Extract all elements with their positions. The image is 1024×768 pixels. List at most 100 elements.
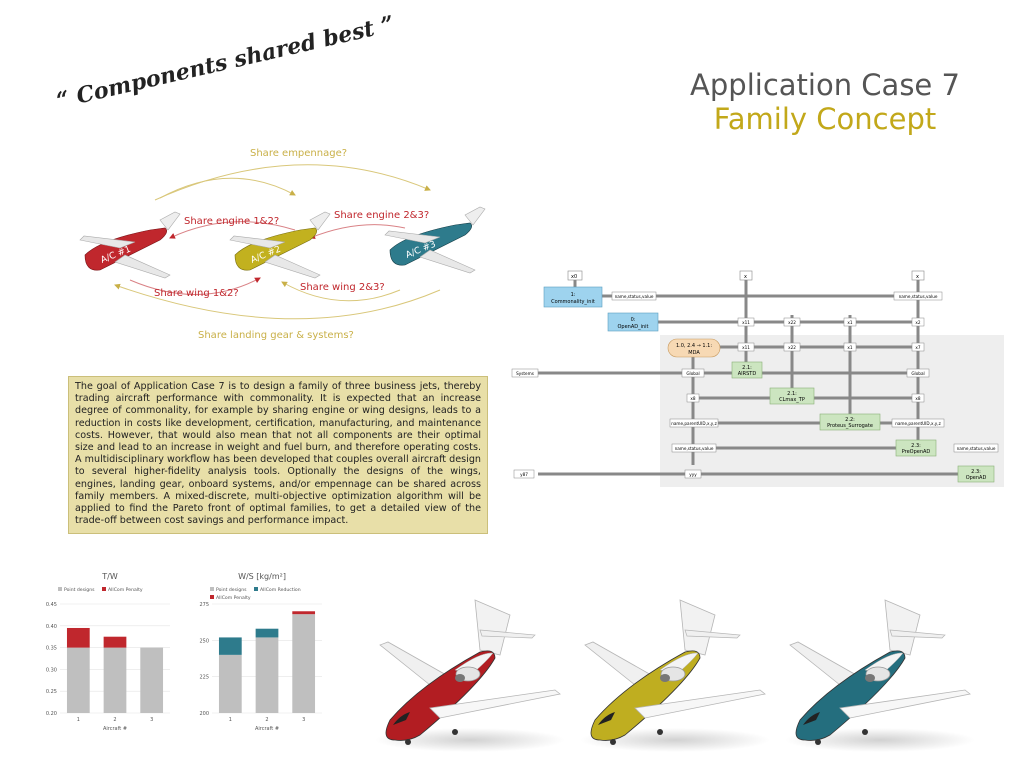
page-subtitle: Family Concept — [713, 102, 937, 136]
xdsm-top-input-2: x — [916, 274, 919, 280]
cell-x11-b: x11 — [742, 345, 750, 350]
legend-label-1-0: Point designs — [216, 587, 247, 593]
summary-box: The goal of Application Case 7 is to des… — [68, 376, 488, 534]
legend-swatch-0-1 — [102, 587, 106, 591]
cell-yyy: yyy — [689, 472, 697, 477]
node-openad-init-step: 0: — [631, 317, 636, 323]
bar-1-2-0 — [292, 614, 316, 713]
bar-1-1-1 — [255, 628, 279, 638]
node-proteus-name: Proteus_Surrogate — [827, 423, 873, 429]
node-mda-name: MDA — [688, 350, 700, 356]
cell-x7: x7 — [915, 345, 920, 350]
label-share-landing-gear: Share landing gear & systems? — [198, 330, 354, 341]
aircraft-render-1 — [375, 599, 565, 752]
bar-1-0-1 — [218, 637, 242, 655]
cell-x8-1: x8 — [690, 396, 695, 401]
ytick-0-1: 0.25 — [46, 689, 57, 695]
cell-nameparent-1: name,parentUID,x,y,z — [671, 421, 717, 426]
bar-1-1-0 — [255, 637, 279, 713]
legend-label-1-1: AllCom Reduction — [260, 587, 301, 593]
ytick-0-2: 0.30 — [46, 667, 57, 673]
arc-wing23 — [281, 281, 401, 302]
xtick-1-1: 2 — [265, 717, 268, 723]
node-preopenad-name: PreOpenAD — [902, 449, 931, 455]
aircraft-render-row — [375, 599, 975, 752]
node-clmax-step: 2.1: — [787, 391, 797, 397]
sharing-diagram: A/C #1 A/C #2 A/C #3 Share empennage? Sh… — [79, 148, 486, 341]
slogan: “ Components shared best ” — [54, 10, 397, 115]
cell-x1: x1 — [847, 320, 852, 325]
label-share-engine23: Share engine 2&3? — [334, 210, 429, 221]
ytick-1-0: 200 — [199, 711, 209, 717]
xtick-1-2: 3 — [302, 717, 305, 723]
cell-x22-b: x22 — [788, 345, 796, 350]
ytick-1-3: 275 — [199, 602, 209, 608]
bar-0-0-0 — [66, 647, 90, 713]
cell-global-2: Global — [911, 371, 924, 376]
arc-engine12 — [169, 221, 296, 239]
bar-0-0-1 — [66, 627, 90, 648]
node-openad-name: OpenAD — [966, 475, 987, 481]
cell-x8-2: x8 — [915, 396, 920, 401]
legend-swatch-0-0 — [58, 587, 62, 591]
cell-x22: x22 — [788, 320, 796, 325]
xtick-1-0: 1 — [229, 717, 232, 723]
node-proteus-step: 2.2: — [845, 417, 855, 423]
aircraft-3: A/C #3 — [384, 206, 486, 274]
cell-x1-b: x1 — [847, 345, 852, 350]
bar-0-1-1 — [103, 636, 127, 648]
legend-swatch-1-2 — [210, 595, 214, 599]
xtick-0-1: 2 — [113, 717, 116, 723]
ytick-1-1: 225 — [199, 675, 209, 681]
aircraft-render-3 — [785, 599, 975, 752]
legend-label-0-0: Point designs — [64, 587, 95, 593]
cell-nsv-4: name,status,value — [957, 446, 996, 451]
xdsm-top-input-1: x — [744, 274, 747, 280]
chart-tw: T/W Point designs AllCom Penalty 0.20 0.25 0.… — [46, 572, 170, 732]
node-openad-step: 2.3: — [971, 469, 981, 475]
bar-0-1-0 — [103, 647, 127, 713]
chart-ws: W/S [kg/m²] Point designs AllCom Reduction… — [199, 572, 322, 732]
legend-label-0-1: AllCom Penalty — [108, 587, 143, 593]
aircraft-1: A/C #1 — [79, 211, 181, 279]
node-openad-init-name: OpenAD_init — [617, 324, 648, 330]
bar-0-2-0 — [140, 647, 164, 713]
node-mda-step: 1.0, 2.4 → 1.1: — [676, 343, 712, 349]
legend-swatch-1-1 — [254, 587, 258, 591]
xdsm-diagram: x0 x x 1: Commonality_init 0: OpenAD_ini… — [511, 270, 1004, 487]
cell-nsv-3: name,status,value — [675, 446, 714, 451]
chart-0-title: T/W — [101, 572, 118, 581]
ytick-0-3: 0.35 — [46, 646, 57, 652]
arc-engine23 — [309, 224, 406, 239]
cell-nameparent-2: name,parentUID,x,y,z — [895, 421, 941, 426]
ytick-1-2: 250 — [199, 638, 209, 644]
arc-landing-gear — [114, 283, 441, 320]
node-commonality-step: 1: — [571, 292, 576, 298]
bar-1-0-0 — [218, 654, 242, 713]
xtick-0-2: 3 — [150, 717, 153, 723]
label-share-engine12: Share engine 1&2? — [184, 216, 279, 227]
chart-1-title: W/S [kg/m²] — [238, 572, 286, 581]
cell-global-1: Global — [686, 371, 699, 376]
cell-systems: Systems — [516, 371, 534, 376]
node-clmax-name: CLmax_TP — [779, 397, 805, 403]
title-block: Application Case 7 Family Concept — [660, 68, 990, 136]
page-title: Application Case 7 — [690, 68, 960, 102]
arc-empennage — [154, 164, 431, 201]
node-preopenad-step: 2.3: — [911, 443, 921, 449]
chart-0-xlabel: Aircraft # — [103, 726, 127, 732]
legend-swatch-1-0 — [210, 587, 214, 591]
aircraft-2: A/C #2 — [229, 211, 331, 279]
ytick-0-4: 0.40 — [46, 624, 57, 630]
label-share-empennage: Share empennage? — [250, 148, 347, 159]
xdsm-top-input-0: x0 — [571, 274, 577, 280]
aircraft-render-2 — [580, 599, 770, 752]
legend-label-1-2: AllCom Penalty — [216, 595, 251, 601]
xdsm-mda-region — [660, 335, 1004, 487]
node-airstd-step: 2.1: — [742, 365, 752, 371]
node-airstd-name: AIRSTD — [738, 371, 757, 377]
chart-1-xlabel: Aircraft # — [255, 726, 279, 732]
node-commonality-name: Commonality_init — [551, 299, 595, 305]
ytick-0-0: 0.20 — [46, 711, 57, 717]
cell-nsv-2: name,status,value — [899, 294, 938, 299]
